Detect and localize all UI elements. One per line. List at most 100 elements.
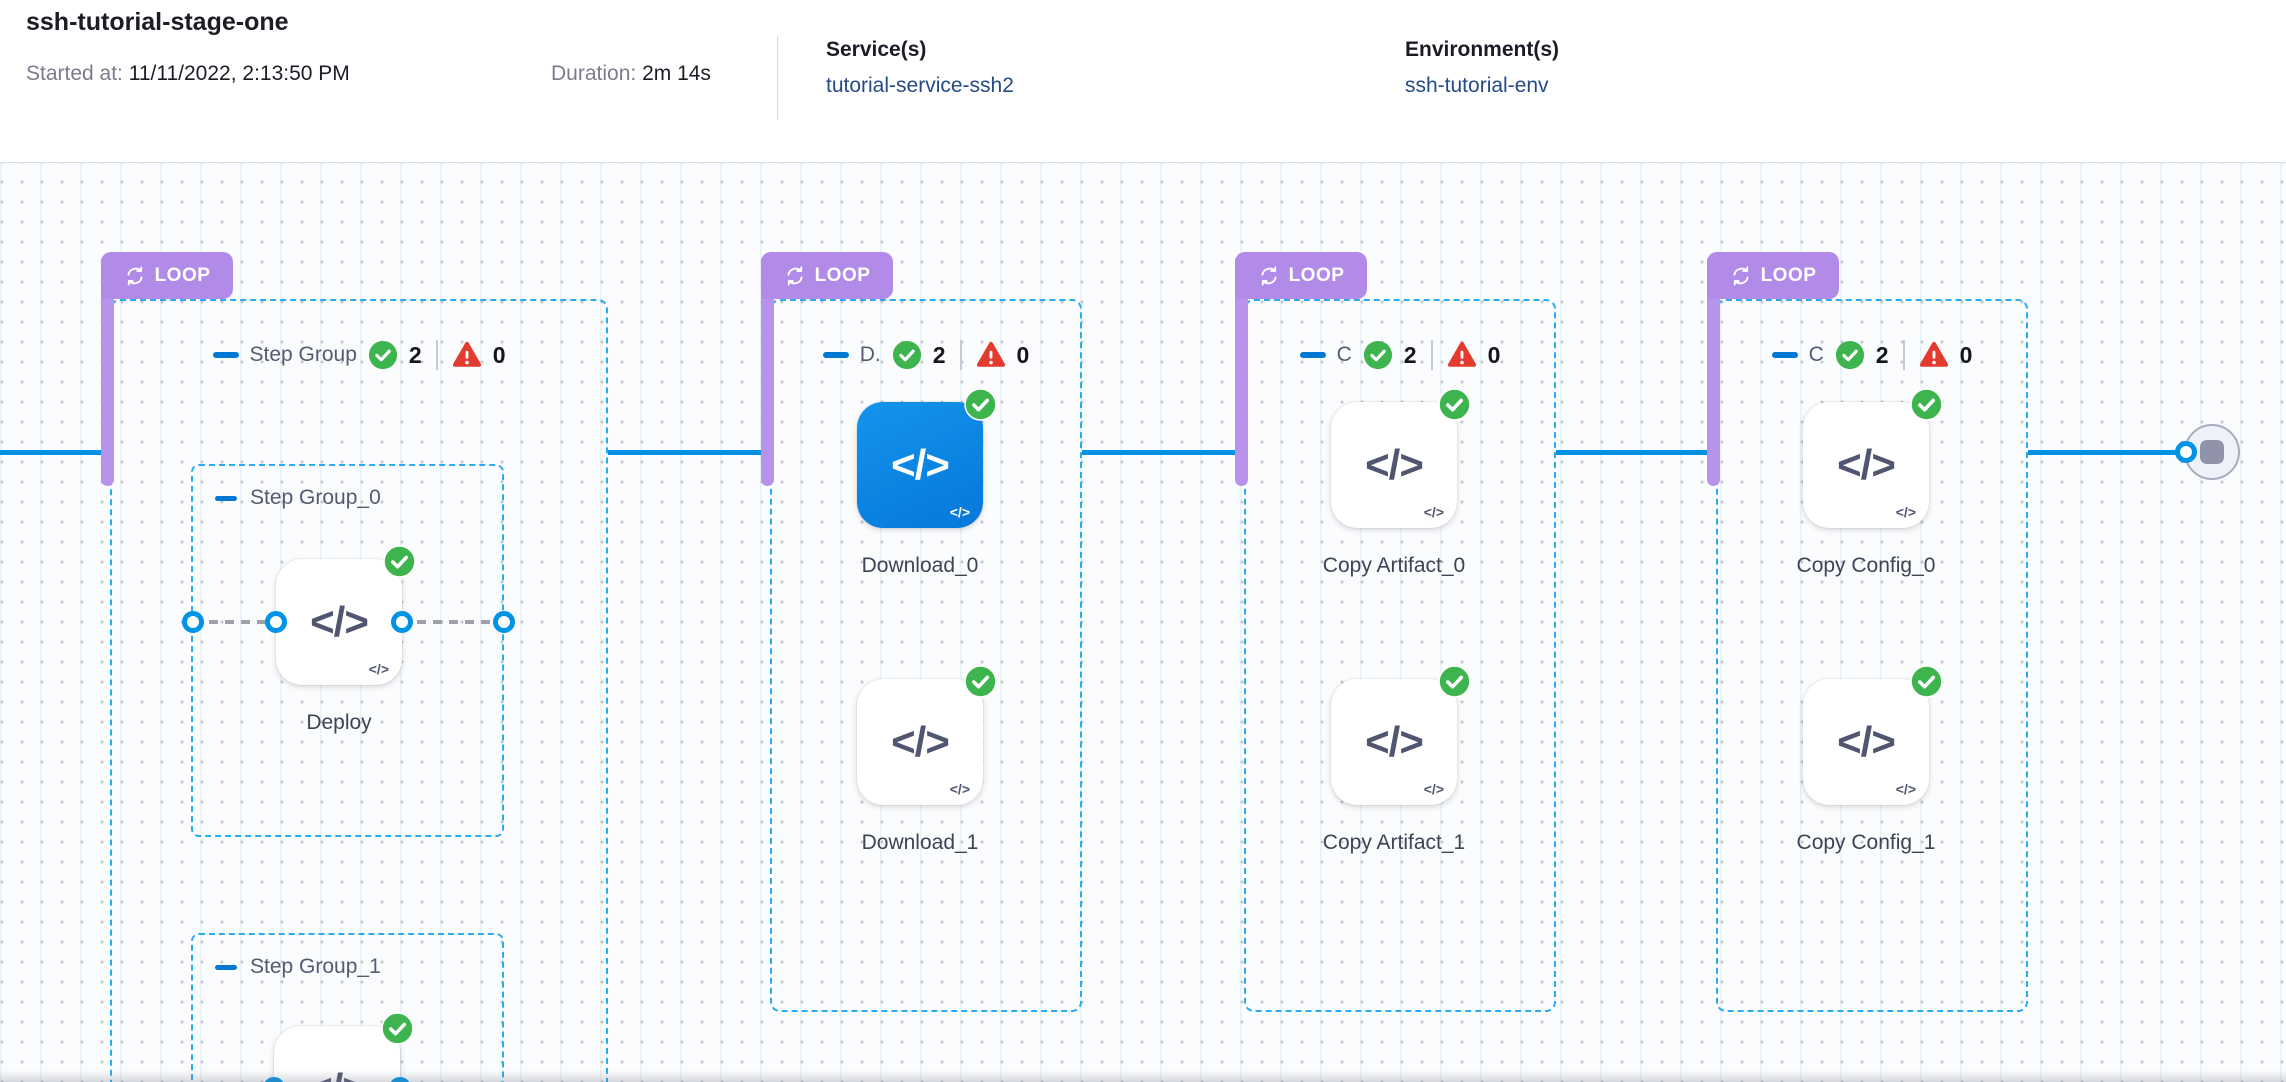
environment-link[interactable]: ssh-tutorial-env bbox=[1405, 74, 1549, 97]
step-group-box-1[interactable]: Step Group 2 0 Step Group_0 bbox=[110, 299, 608, 1082]
count-divider bbox=[1430, 340, 1433, 370]
connector-dot bbox=[265, 611, 287, 633]
code-icon: </> bbox=[308, 1065, 367, 1082]
loop-badge[interactable]: LOOP bbox=[1707, 252, 1839, 299]
loop-badge-label: LOOP bbox=[1288, 264, 1345, 286]
collapse-minus-icon[interactable] bbox=[215, 964, 237, 970]
code-mini-icon: </> bbox=[368, 661, 389, 677]
loop-icon bbox=[787, 265, 803, 286]
success-check-icon bbox=[1835, 340, 1864, 370]
step-group-name: C bbox=[1808, 343, 1824, 366]
loop-icon bbox=[127, 265, 143, 286]
step-group-header: C 2 0 bbox=[1246, 335, 1554, 375]
loop-badge-label: LOOP bbox=[1760, 264, 1817, 286]
count-divider bbox=[959, 340, 962, 370]
code-icon: </> bbox=[1365, 718, 1424, 765]
step-card-copy-config-0[interactable]: </> </> bbox=[1803, 388, 1943, 528]
step-group-header: D. 2 0 bbox=[772, 335, 1080, 375]
success-check-icon bbox=[892, 340, 921, 370]
step-card-partial[interactable]: </> bbox=[274, 1012, 414, 1082]
success-count: 2 bbox=[932, 341, 946, 368]
environments-block: Environment(s) ssh-tutorial-env bbox=[1405, 38, 1559, 98]
step-group-name: D. bbox=[859, 343, 881, 366]
success-check-icon bbox=[368, 340, 397, 370]
count-divider bbox=[1902, 340, 1905, 370]
step-card-copy-artifact-0[interactable]: </> </> bbox=[1331, 388, 1471, 528]
step-success-icon bbox=[1910, 388, 1943, 421]
connector-dot bbox=[182, 611, 204, 633]
loop-badge[interactable]: LOOP bbox=[101, 252, 233, 299]
step-card-copy-artifact-1[interactable]: </> </> bbox=[1331, 665, 1471, 805]
step-group-header: C 2 0 bbox=[1718, 335, 2026, 375]
code-icon: </> bbox=[891, 718, 950, 765]
step-success-icon bbox=[381, 1012, 414, 1045]
step-name: Copy Artifact_1 bbox=[1322, 831, 1466, 854]
success-count: 2 bbox=[1875, 341, 1889, 368]
loop-icon bbox=[1261, 265, 1277, 286]
step-card-copy-config-1[interactable]: </> </> bbox=[1803, 665, 1943, 805]
inner-group-header: Step Group_1 bbox=[215, 955, 381, 979]
loop-badge-label: LOOP bbox=[814, 264, 871, 286]
started-at-value: 11/11/2022, 2:13:50 PM bbox=[128, 62, 350, 85]
code-mini-icon: </> bbox=[949, 781, 970, 797]
bottom-shadow bbox=[0, 1070, 2286, 1082]
step-group-box-3[interactable]: C 2 0 </> </> Copy Artifact_0 </> </> Co… bbox=[1244, 299, 1556, 1012]
code-mini-icon: </> bbox=[1423, 781, 1444, 797]
started-at-label: Started at: bbox=[26, 62, 123, 85]
collapse-minus-icon[interactable] bbox=[1299, 352, 1326, 358]
service-link[interactable]: tutorial-service-ssh2 bbox=[826, 74, 1014, 97]
stage-title: ssh-tutorial-stage-one bbox=[26, 8, 289, 36]
loop-badge[interactable]: LOOP bbox=[1235, 252, 1367, 299]
loop-bar bbox=[761, 258, 774, 486]
loop-badge[interactable]: LOOP bbox=[761, 252, 893, 299]
success-check-icon bbox=[1363, 340, 1392, 370]
step-name: Copy Artifact_0 bbox=[1322, 554, 1466, 577]
services-label: Service(s) bbox=[826, 38, 927, 61]
collapse-minus-icon[interactable] bbox=[212, 352, 239, 358]
step-success-icon bbox=[1438, 665, 1471, 698]
step-success-icon bbox=[383, 545, 416, 578]
step-group-box-4[interactable]: C 2 0 </> </> Copy Config_0 </> </> Copy… bbox=[1716, 299, 2028, 1012]
stop-icon bbox=[2200, 440, 2224, 464]
step-name: Download_1 bbox=[861, 831, 979, 854]
code-mini-icon: </> bbox=[1423, 504, 1444, 520]
failure-warning-icon bbox=[976, 341, 1005, 367]
inner-group-name: Step Group_1 bbox=[250, 955, 381, 978]
failure-count: 0 bbox=[1959, 341, 1973, 368]
execution-line-segment bbox=[1556, 450, 1707, 455]
failure-count: 0 bbox=[1016, 341, 1030, 368]
step-name: Copy Config_1 bbox=[1796, 831, 1936, 854]
execution-graph-canvas[interactable]: LOOP LOOP LOOP LOOP Step Group 2 0 bbox=[0, 163, 2286, 1082]
duration: Duration: 2m 14s bbox=[551, 62, 711, 86]
collapse-minus-icon[interactable] bbox=[215, 495, 237, 501]
failure-count: 0 bbox=[1487, 341, 1501, 368]
loop-bar bbox=[1707, 258, 1720, 486]
code-mini-icon: </> bbox=[949, 504, 970, 520]
step-success-icon bbox=[1438, 388, 1471, 421]
loop-bar bbox=[1235, 258, 1248, 486]
success-count: 2 bbox=[1403, 341, 1417, 368]
code-icon: </> bbox=[1837, 441, 1896, 488]
step-group-box-2[interactable]: D. 2 0 </> </> Download_0 </> </> Downlo… bbox=[770, 299, 1082, 1012]
step-group-name: Step Group bbox=[249, 343, 357, 366]
collapse-minus-icon[interactable] bbox=[1771, 352, 1798, 358]
failure-warning-icon bbox=[452, 341, 481, 367]
services-block: Service(s) tutorial-service-ssh2 bbox=[826, 38, 1014, 98]
stage-header: ssh-tutorial-stage-one Started at: 11/11… bbox=[0, 0, 2286, 163]
execution-line-segment bbox=[608, 450, 761, 455]
failure-warning-icon bbox=[1447, 341, 1476, 367]
step-card-download-0[interactable]: </> </> bbox=[857, 388, 997, 528]
inner-step-group-0[interactable]: Step Group_0 bbox=[191, 464, 504, 837]
step-card-deploy[interactable]: </> </> bbox=[276, 545, 416, 685]
collapse-minus-icon[interactable] bbox=[822, 352, 849, 358]
step-card-download-1[interactable]: </> </> bbox=[857, 665, 997, 805]
loop-badge-label: LOOP bbox=[154, 264, 211, 286]
failure-warning-icon bbox=[1919, 341, 1948, 367]
loop-bar bbox=[101, 258, 114, 486]
step-name: Download_0 bbox=[861, 554, 979, 577]
inner-group-header: Step Group_0 bbox=[215, 486, 381, 510]
inner-step-group-1[interactable]: Step Group_1 bbox=[191, 933, 504, 1082]
connector-dot bbox=[2175, 441, 2197, 463]
step-group-name: C bbox=[1336, 343, 1352, 366]
